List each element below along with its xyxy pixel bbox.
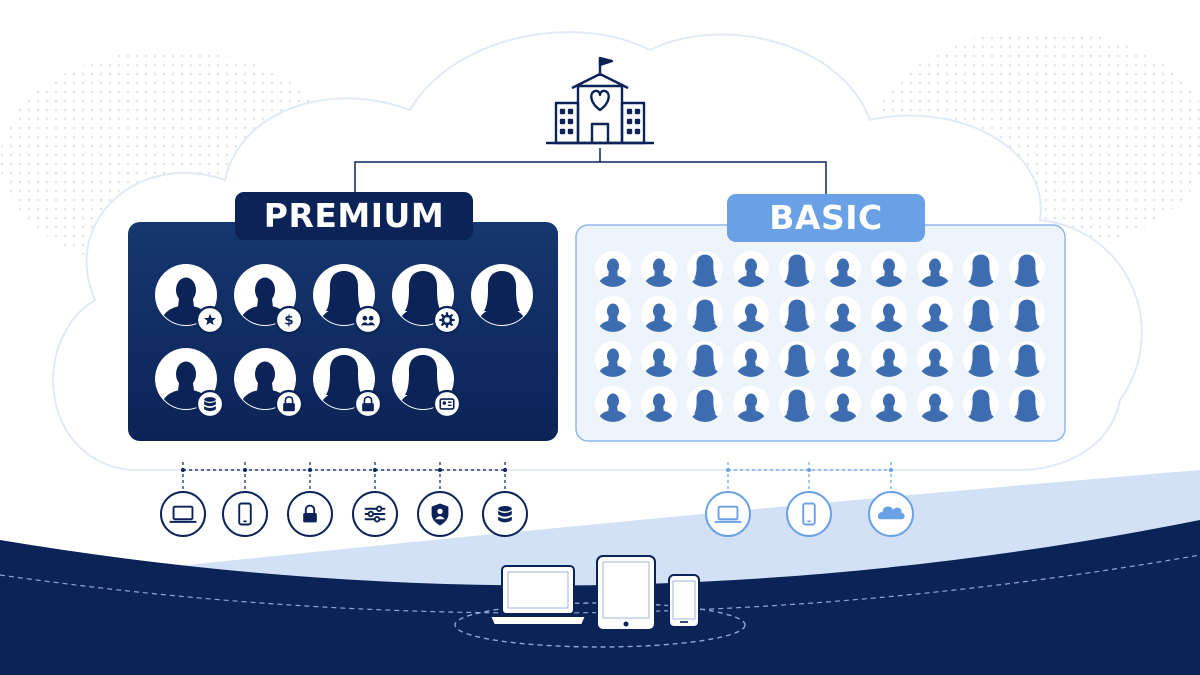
premium-user-avatar: $ (234, 264, 304, 335)
basic-user-avatar (641, 296, 677, 333)
basic-user-avatar (733, 296, 769, 333)
basic-user-avatar (595, 341, 631, 378)
laptop-icon (705, 491, 751, 537)
phone-icon (668, 574, 700, 628)
basic-user-avatar (917, 341, 953, 378)
svg-text:$: $ (284, 313, 293, 329)
basic-user-avatar (871, 296, 907, 333)
basic-user-avatar (733, 386, 769, 423)
basic-user-avatar (917, 296, 953, 333)
basic-user-avatar (687, 341, 723, 378)
premium-user-avatar (392, 264, 462, 335)
id-card-icon (432, 389, 462, 419)
basic-user-avatar (779, 386, 815, 423)
basic-user-avatar (963, 296, 999, 333)
star-icon (195, 305, 225, 335)
hub-connector (354, 148, 827, 194)
premium-user-avatar (313, 348, 383, 419)
database-icon (482, 491, 528, 537)
basic-user-avatar (1009, 386, 1045, 423)
premium-user-avatar (471, 264, 533, 326)
phone-icon (786, 491, 832, 537)
premium-users: $ (155, 264, 533, 419)
basic-user-avatar (687, 296, 723, 333)
basic-user-avatar (1009, 296, 1045, 333)
school-building-icon (546, 56, 654, 145)
basic-user-avatar (825, 251, 861, 288)
sliders-icon (352, 491, 398, 537)
laptop-icon (488, 565, 588, 626)
laptop-icon (160, 491, 206, 537)
shield-user-icon (417, 491, 463, 537)
basic-user-avatar (779, 251, 815, 288)
basic-user-avatar (641, 386, 677, 423)
basic-users (595, 251, 1045, 423)
basic-user-avatar (687, 386, 723, 423)
premium-user-avatar (313, 264, 383, 335)
basic-user-avatar (825, 341, 861, 378)
premium-user-avatar (392, 348, 462, 419)
basic-user-avatar (779, 296, 815, 333)
basic-user-avatar (595, 296, 631, 333)
premium-services (160, 462, 528, 537)
basic-tier-label: BASIC (727, 194, 925, 242)
basic-user-avatar (733, 341, 769, 378)
basic-user-avatar (595, 386, 631, 423)
lock-icon (287, 491, 333, 537)
team-icon (353, 305, 383, 335)
lock-icon (274, 389, 304, 419)
basic-user-avatar (963, 341, 999, 378)
premium-tier-label: PREMIUM (235, 192, 473, 240)
tablet-icon (596, 555, 656, 631)
basic-user-avatar (641, 251, 677, 288)
basic-user-avatar (917, 251, 953, 288)
phone-icon (222, 491, 268, 537)
basic-user-avatar (825, 386, 861, 423)
premium-user-avatar (155, 264, 225, 335)
basic-user-avatar (963, 251, 999, 288)
device-ring (454, 602, 746, 648)
basic-user-avatar (871, 251, 907, 288)
basic-user-avatar (1009, 341, 1045, 378)
basic-user-avatar (963, 386, 999, 423)
basic-services (705, 462, 914, 537)
premium-user-avatar (155, 348, 225, 419)
lock-icon (353, 389, 383, 419)
premium-user-avatar (234, 348, 304, 419)
basic-user-avatar (917, 386, 953, 423)
basic-user-avatar (825, 296, 861, 333)
database-icon (195, 389, 225, 419)
cloud-icon (868, 491, 914, 537)
basic-user-avatar (595, 251, 631, 288)
basic-user-avatar (687, 251, 723, 288)
dollar-icon: $ (274, 305, 304, 335)
basic-user-avatar (779, 341, 815, 378)
basic-user-avatar (1009, 251, 1045, 288)
basic-user-avatar (871, 386, 907, 423)
basic-user-avatar (641, 341, 677, 378)
basic-user-avatar (733, 251, 769, 288)
basic-user-avatar (871, 341, 907, 378)
gear-icon (432, 305, 462, 335)
